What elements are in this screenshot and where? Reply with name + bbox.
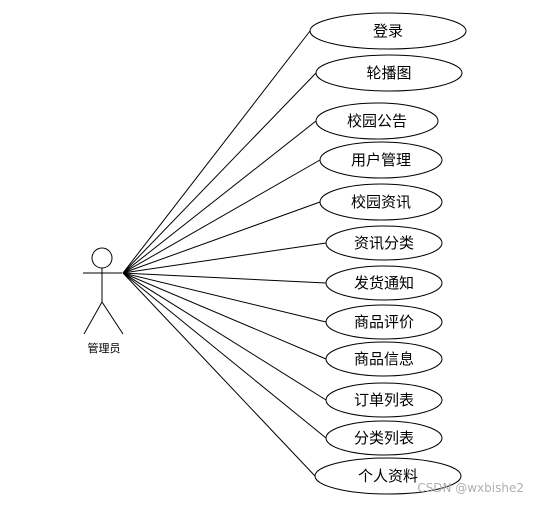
association-line-7 xyxy=(122,272,327,284)
use-case-1-label: 登录 xyxy=(373,22,403,40)
use-case-11-label: 分类列表 xyxy=(354,429,414,447)
actor-right-leg xyxy=(101,301,124,335)
use-case-3-label: 校园公告 xyxy=(347,112,407,130)
use-case-11-ellipse xyxy=(325,420,443,456)
use-case-9-label: 商品信息 xyxy=(354,350,414,368)
use-case-12-label: 个人资料 xyxy=(358,467,418,485)
association-line-4 xyxy=(122,159,321,274)
use-case-10: 订单列表 xyxy=(325,382,443,418)
use-case-1: 登录 xyxy=(309,12,467,50)
use-case-8-ellipse xyxy=(325,304,443,340)
use-case-9: 商品信息 xyxy=(325,341,443,377)
watermark: CSDN @wxbishe2 xyxy=(417,481,524,495)
association-lines xyxy=(122,30,327,477)
use-case-5-label: 校园资讯 xyxy=(351,193,411,211)
association-line-10 xyxy=(122,272,327,401)
use-case-2-label: 轮播图 xyxy=(366,64,411,82)
use-case-12-ellipse xyxy=(314,457,462,495)
use-case-8: 商品评价 xyxy=(325,304,443,340)
use-case-7: 发货通知 xyxy=(325,265,443,301)
use-case-7-label: 发货通知 xyxy=(354,274,414,292)
use-case-2-ellipse xyxy=(315,54,463,92)
actor-left-leg xyxy=(83,301,103,335)
use-case-4: 用户管理 xyxy=(319,141,443,179)
association-line-12 xyxy=(122,272,316,477)
association-line-9 xyxy=(122,272,327,360)
use-case-3: 校园公告 xyxy=(315,102,439,140)
actor-figure: 管理员 xyxy=(83,247,124,355)
use-case-10-label: 订单列表 xyxy=(354,391,414,409)
actor-head xyxy=(91,247,113,269)
association-line-3 xyxy=(122,120,317,274)
association-line-6 xyxy=(122,242,327,274)
use-case-7-ellipse xyxy=(325,265,443,301)
use-case-11: 分类列表 xyxy=(325,420,443,456)
association-line-5 xyxy=(122,201,321,274)
use-case-10-ellipse xyxy=(325,382,443,418)
use-case-6-label: 资讯分类 xyxy=(354,234,414,252)
use-case-1-ellipse xyxy=(309,12,467,50)
association-line-8 xyxy=(122,272,327,323)
actor-label: 管理员 xyxy=(88,341,121,355)
use-case-4-label: 用户管理 xyxy=(351,151,411,169)
use-case-6: 资讯分类 xyxy=(325,225,443,261)
use-case-5: 校园资讯 xyxy=(319,183,443,221)
use-case-2: 轮播图 xyxy=(315,54,463,92)
use-case-group: 登录轮播图校园公告用户管理校园资讯资讯分类发货通知商品评价商品信息订单列表分类列… xyxy=(309,12,467,495)
use-case-8-label: 商品评价 xyxy=(354,313,414,331)
association-line-1 xyxy=(122,30,311,274)
use-case-6-ellipse xyxy=(325,225,443,261)
use-case-3-ellipse xyxy=(315,102,439,140)
use-case-4-ellipse xyxy=(319,141,443,179)
association-line-2 xyxy=(122,72,317,274)
association-line-11 xyxy=(122,272,327,439)
use-case-5-ellipse xyxy=(319,183,443,221)
use-case-9-ellipse xyxy=(325,341,443,377)
use-case-12: 个人资料 xyxy=(314,457,462,495)
